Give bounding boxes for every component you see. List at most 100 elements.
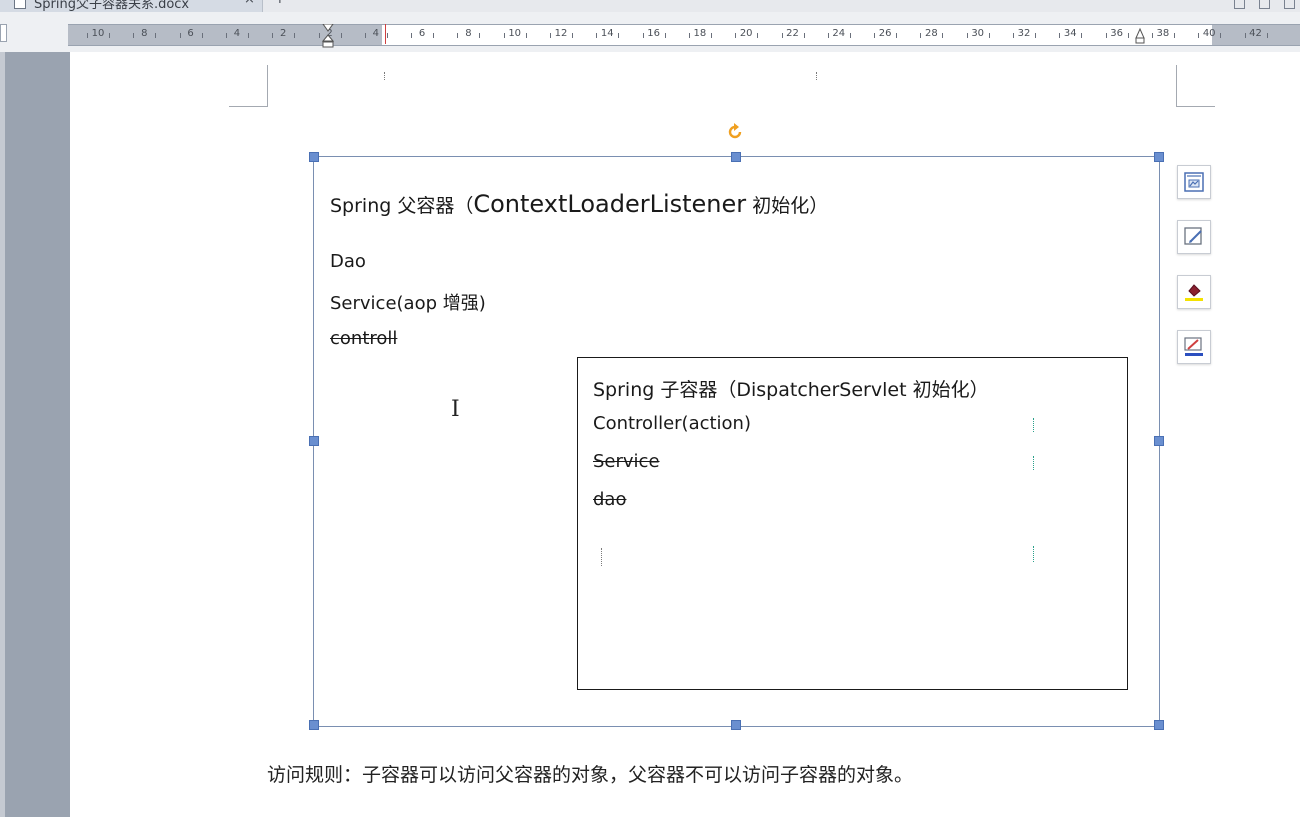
ruler-tick — [849, 33, 851, 38]
text-boundary-mark — [1033, 546, 1035, 562]
layout-options-icon — [1184, 172, 1204, 192]
margin-corner-top-left — [229, 65, 268, 107]
ruler-tick — [1127, 33, 1129, 38]
ruler-tick — [340, 33, 342, 38]
document-tab-title: Spring父子容器关系.docx — [34, 0, 190, 12]
right-indent-marker-icon[interactable] — [1135, 26, 1145, 44]
close-icon[interactable]: × — [244, 0, 255, 7]
ruler-tick — [942, 33, 944, 38]
fill-color-button[interactable] — [1177, 275, 1211, 309]
new-tab-icon[interactable]: + — [274, 0, 286, 7]
window-toolbar-icons — [1220, 0, 1300, 9]
layout-options-button[interactable] — [1177, 165, 1211, 199]
ruler-tick — [503, 33, 505, 38]
ruler-tick — [1013, 33, 1014, 38]
ruler-tab-selector[interactable] — [0, 24, 7, 42]
ruler-tick — [411, 33, 413, 38]
ruler-tick — [596, 33, 598, 38]
ruler-tick — [1266, 33, 1268, 38]
ruler-label: 2 — [326, 28, 333, 39]
ruler-tick — [133, 33, 135, 38]
ruler-tick — [1035, 33, 1036, 38]
resize-handle-se[interactable] — [1154, 720, 1164, 730]
text-boundary-mark — [1033, 456, 1035, 470]
ruler-tick — [757, 33, 759, 38]
text-cursor-icon: I — [451, 397, 460, 422]
shape-edit-button[interactable] — [1177, 220, 1211, 254]
ruler-label: 30 — [971, 28, 985, 39]
child-container-textbox[interactable] — [577, 357, 1128, 690]
parent-item-dao: Dao — [330, 251, 366, 272]
ruler-text-area — [382, 25, 1212, 45]
ruler-tick — [364, 33, 366, 38]
toolbar-icon[interactable] — [1284, 0, 1295, 9]
ruler-label: 6 — [187, 28, 194, 39]
ruler-tick — [294, 33, 296, 38]
child-item-service: Service — [593, 451, 660, 472]
ruler-label: 6 — [418, 28, 426, 39]
toolbar-icon[interactable] — [1234, 0, 1245, 9]
ruler-tick — [550, 33, 551, 38]
resize-handle-s[interactable] — [731, 720, 741, 730]
ruler-tick — [457, 33, 459, 38]
ruler-tick — [781, 33, 783, 38]
ruler-tick — [572, 33, 573, 38]
child-item-controller: Controller(action) — [593, 413, 751, 434]
shape-edit-icon — [1184, 227, 1202, 245]
text-boundary-mark — [1033, 418, 1035, 432]
ruler-tick — [874, 33, 876, 38]
ruler-tick — [155, 33, 157, 38]
ruler-tick — [109, 33, 110, 38]
outline-color-button[interactable] — [1177, 330, 1211, 364]
document-tab[interactable]: Spring父子容器关系.docx × — [0, 0, 263, 12]
ruler-label: 18 — [693, 28, 707, 39]
resize-handle-w[interactable] — [309, 436, 319, 446]
ruler-tick — [201, 33, 203, 38]
ruler-label: 22 — [786, 28, 799, 39]
child-item-dao: dao — [593, 489, 627, 510]
ruler-tick — [1105, 33, 1107, 38]
parent-title-class: ContextLoaderListener — [473, 190, 747, 218]
tab-bar: Spring父子容器关系.docx × + — [0, 0, 1300, 12]
ruler-tick — [1151, 33, 1153, 38]
ruler-tick — [318, 33, 320, 38]
rotate-handle-icon[interactable] — [725, 122, 745, 142]
fill-color-icon — [1185, 284, 1203, 301]
ruler-label: 38 — [1156, 28, 1170, 39]
resize-handle-ne[interactable] — [1154, 152, 1164, 162]
resize-handle-sw[interactable] — [309, 720, 319, 730]
ruler-tick — [87, 33, 88, 38]
resize-handle-e[interactable] — [1154, 436, 1164, 446]
ruler-label: 40 — [1202, 28, 1216, 39]
ruler-label: 32 — [1017, 28, 1031, 39]
ruler-tick — [1198, 33, 1200, 38]
ruler-tick — [1081, 33, 1083, 38]
ruler-tick — [433, 33, 435, 38]
ruler-tick — [479, 33, 481, 38]
resize-handle-nw[interactable] — [309, 152, 319, 162]
access-rule-text: 访问规则：子容器可以访问父容器的对象，父容器不可以访问子容器的对象。 — [267, 764, 914, 786]
indent-marker-icon[interactable] — [322, 24, 334, 48]
ruler-tick — [988, 33, 990, 38]
resize-handle-n[interactable] — [731, 152, 741, 162]
text-boundary-mark — [601, 548, 603, 566]
ruler-tick — [642, 33, 644, 38]
ruler-label: 10 — [508, 28, 522, 39]
ruler-label: 4 — [372, 28, 379, 39]
toolbar-icon[interactable] — [1259, 0, 1270, 9]
ruler-tick — [827, 33, 829, 38]
parent-item-service: Service(aop 增强) — [330, 293, 486, 314]
ruler-label: 16 — [647, 28, 660, 39]
ruler-label: 36 — [1110, 28, 1123, 39]
ruler-tick — [735, 33, 737, 38]
ruler-tick — [525, 33, 527, 38]
parent-item-controll: controll — [330, 328, 398, 349]
parent-title-suffix: 初始化） — [746, 195, 829, 217]
ruler-tick — [386, 33, 388, 38]
ruler-label: 4 — [233, 28, 241, 39]
ruler-label: 42 — [1249, 28, 1262, 39]
ruler-label: 10 — [91, 28, 105, 39]
ruler-label: 14 — [600, 28, 614, 39]
